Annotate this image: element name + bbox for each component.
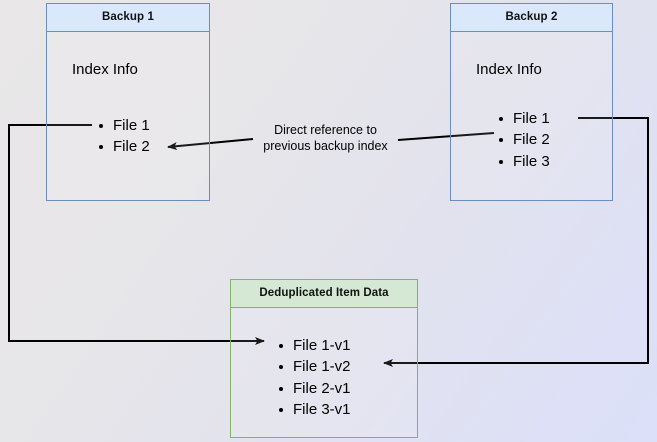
list-item[interactable]: File 3-v1 [279,399,351,421]
node-backup-1[interactable]: Backup 1 Index Info File 1 File 2 [46,3,210,201]
edge-label-direct-reference: Direct reference to previous backup inde… [263,123,388,153]
list-item[interactable]: File 2-v1 [279,378,351,400]
node-dedup-file-list: File 1-v1 File 1-v2 File 2-v1 File 3-v1 [279,335,351,421]
node-dedup-header: Deduplicated Item Data [231,280,417,308]
node-backup-1-header: Backup 1 [47,4,209,32]
list-item[interactable]: File 1 [99,115,150,137]
node-backup-2-body: Index Info File 1 File 2 File 3 [451,32,612,200]
node-backup-2[interactable]: Backup 2 Index Info File 1 File 2 File 3 [450,3,613,201]
list-item[interactable]: File 3 [499,151,550,173]
node-backup-2-header: Backup 2 [451,4,612,32]
node-backup-1-index-label: Index Info [72,60,138,78]
node-backup-2-index-label: Index Info [476,60,542,78]
node-backup-1-file-list: File 1 File 2 [99,115,150,158]
node-deduplicated-item-data[interactable]: Deduplicated Item Data File 1-v1 File 1-… [230,279,418,438]
list-item[interactable]: File 1 [499,108,550,130]
node-backup-1-body: Index Info File 1 File 2 [47,32,209,200]
list-item[interactable]: File 1-v1 [279,335,351,357]
node-backup-2-file-list: File 1 File 2 File 3 [499,108,550,173]
node-dedup-body: File 1-v1 File 1-v2 File 2-v1 File 3-v1 [231,308,417,437]
list-item[interactable]: File 1-v2 [279,356,351,378]
list-item[interactable]: File 2 [99,136,150,158]
list-item[interactable]: File 2 [499,129,550,151]
